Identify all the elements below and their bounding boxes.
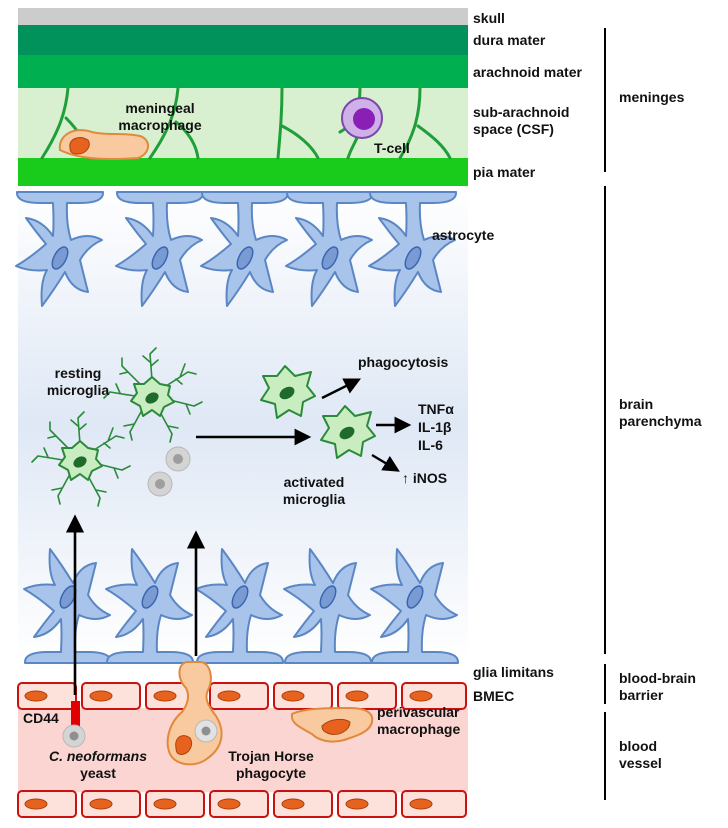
trojan-horse-label: Trojan Horse phagocyte	[228, 748, 314, 781]
pia-mater-label: pia mater	[473, 164, 536, 180]
astrocytes-upper-row	[15, 191, 458, 307]
blood-vessel-lumen	[18, 708, 468, 792]
activated-microglia-label: activated microglia	[282, 474, 346, 507]
cd44-label: CD44	[23, 710, 59, 726]
astrocyte	[105, 548, 195, 664]
meninges-label: meninges	[619, 89, 685, 105]
dura-mater-layer	[18, 25, 468, 55]
astrocyte	[115, 191, 205, 307]
blood-brain-barrier-label: blood-brain barrier	[619, 670, 696, 703]
c-neoformans-label: C. neoformans	[48, 748, 147, 764]
subarachnoid-space-label: sub-arachnoid space (CSF)	[473, 104, 570, 137]
bmec-endothelial-row-lower	[17, 790, 467, 818]
tnf-alpha-label: TNFα	[418, 401, 454, 417]
activated-microglia-cell	[260, 365, 316, 419]
pia-mater-layer	[18, 158, 468, 186]
brain-parenchyma-label: brain parenchyma	[619, 396, 702, 429]
phagocytosis-label: phagocytosis	[358, 354, 449, 370]
astrocyte	[200, 191, 290, 307]
bmec-label: BMEC	[473, 688, 515, 704]
astrocyte	[283, 548, 373, 664]
activated-microglia-cell	[320, 405, 376, 459]
il6-label: IL-6	[418, 437, 443, 453]
astrocyte	[370, 548, 460, 664]
astrocytes-lower-row	[23, 548, 460, 664]
t-cell-label: T-cell	[374, 140, 410, 156]
astrocyte	[23, 548, 113, 664]
parenchyma-bracket	[604, 186, 606, 654]
trojan-horse-phagocyte-cell	[166, 661, 223, 766]
skull-layer	[18, 8, 468, 25]
vessel-bracket	[604, 712, 606, 800]
resting-microglia-cell	[31, 411, 131, 507]
phagocytosis-arrow	[321, 378, 362, 400]
inos-label: ↑ iNOS	[402, 470, 448, 486]
meninges-bracket	[604, 28, 606, 172]
cd44-receptor	[71, 701, 80, 727]
bbb-bracket	[604, 664, 606, 704]
glia-limitans-label: glia limitans	[473, 664, 554, 680]
dura-mater-label: dura mater	[473, 32, 546, 48]
meningeal-macrophage-cell	[58, 129, 149, 161]
astrocyte	[368, 191, 458, 307]
arachnoid-mater-layer	[18, 55, 468, 88]
inos-arrow	[371, 453, 400, 472]
c-neoformans-yeast	[62, 724, 86, 748]
astrocyte	[285, 191, 375, 307]
astrocyte-label: astrocyte	[432, 227, 495, 243]
t-cell	[341, 97, 383, 139]
arachnoid-mater-label: arachnoid mater	[473, 64, 582, 80]
skull-label: skull	[473, 10, 505, 26]
entry-arrows	[65, 514, 206, 695]
resting-microglia-label: resting microglia	[46, 365, 110, 398]
meningeal-macrophage-label: meningeal macrophage	[118, 100, 202, 133]
astrocyte	[195, 548, 285, 664]
perivascular-macrophage-label: perivascular macrophage	[377, 704, 461, 737]
il1-beta-label: IL-1β	[418, 419, 452, 435]
activation-arrows	[196, 378, 412, 472]
yeast-particles-parenchyma	[147, 446, 191, 497]
blood-vessel-label: blood vessel	[619, 738, 662, 771]
resting-microglia-cell	[103, 347, 203, 443]
yeast-label: yeast	[80, 765, 116, 781]
perivascular-macrophage-cell	[290, 706, 374, 743]
astrocyte	[15, 191, 105, 307]
bmec-endothelial-row-upper	[17, 682, 467, 710]
